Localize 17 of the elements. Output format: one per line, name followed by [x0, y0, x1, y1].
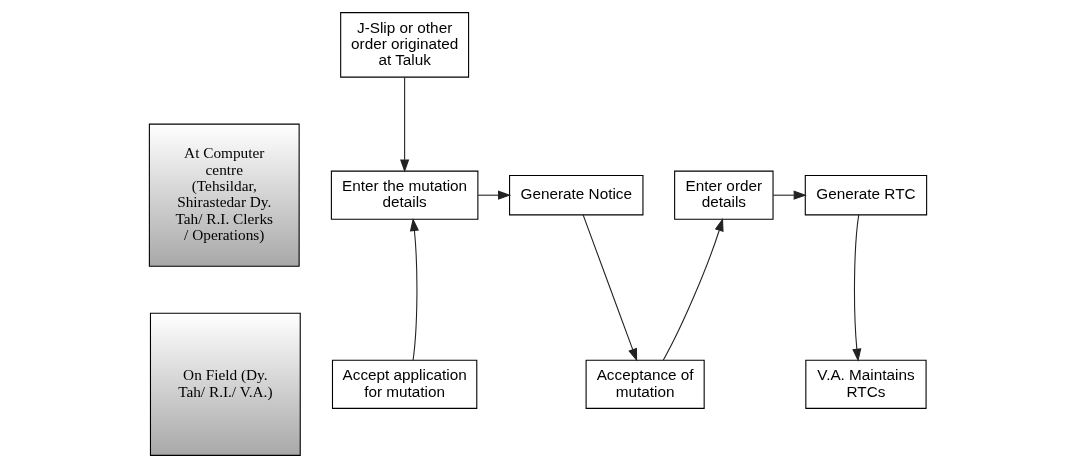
arrow — [409, 217, 419, 361]
node-box: J-Slip or other order originated at Taluk — [340, 12, 470, 78]
node-box: Generate RTC — [804, 174, 928, 216]
arrow — [772, 190, 807, 200]
node-box: Accept application for mutation — [331, 359, 478, 409]
arrow — [400, 76, 410, 173]
node-box: At Computer centre (Tehsildar, Shirastedar Dy. Tah/ R.I. Clerks / Operations) — [148, 123, 300, 267]
node-box: On Field (Dy. Tah/ R.I./ V.A.) — [149, 312, 301, 456]
node-box: Enter the mutation details — [330, 170, 479, 220]
node-box: Generate Notice — [509, 174, 644, 216]
arrow — [582, 214, 638, 362]
arrow — [852, 214, 862, 362]
node-box: V.A. Maintains RTCs — [805, 359, 927, 409]
arrow — [662, 218, 724, 361]
node-box: Enter order details — [674, 170, 774, 220]
arrow — [477, 190, 512, 200]
node-box: Acceptance of mutation — [585, 359, 705, 409]
